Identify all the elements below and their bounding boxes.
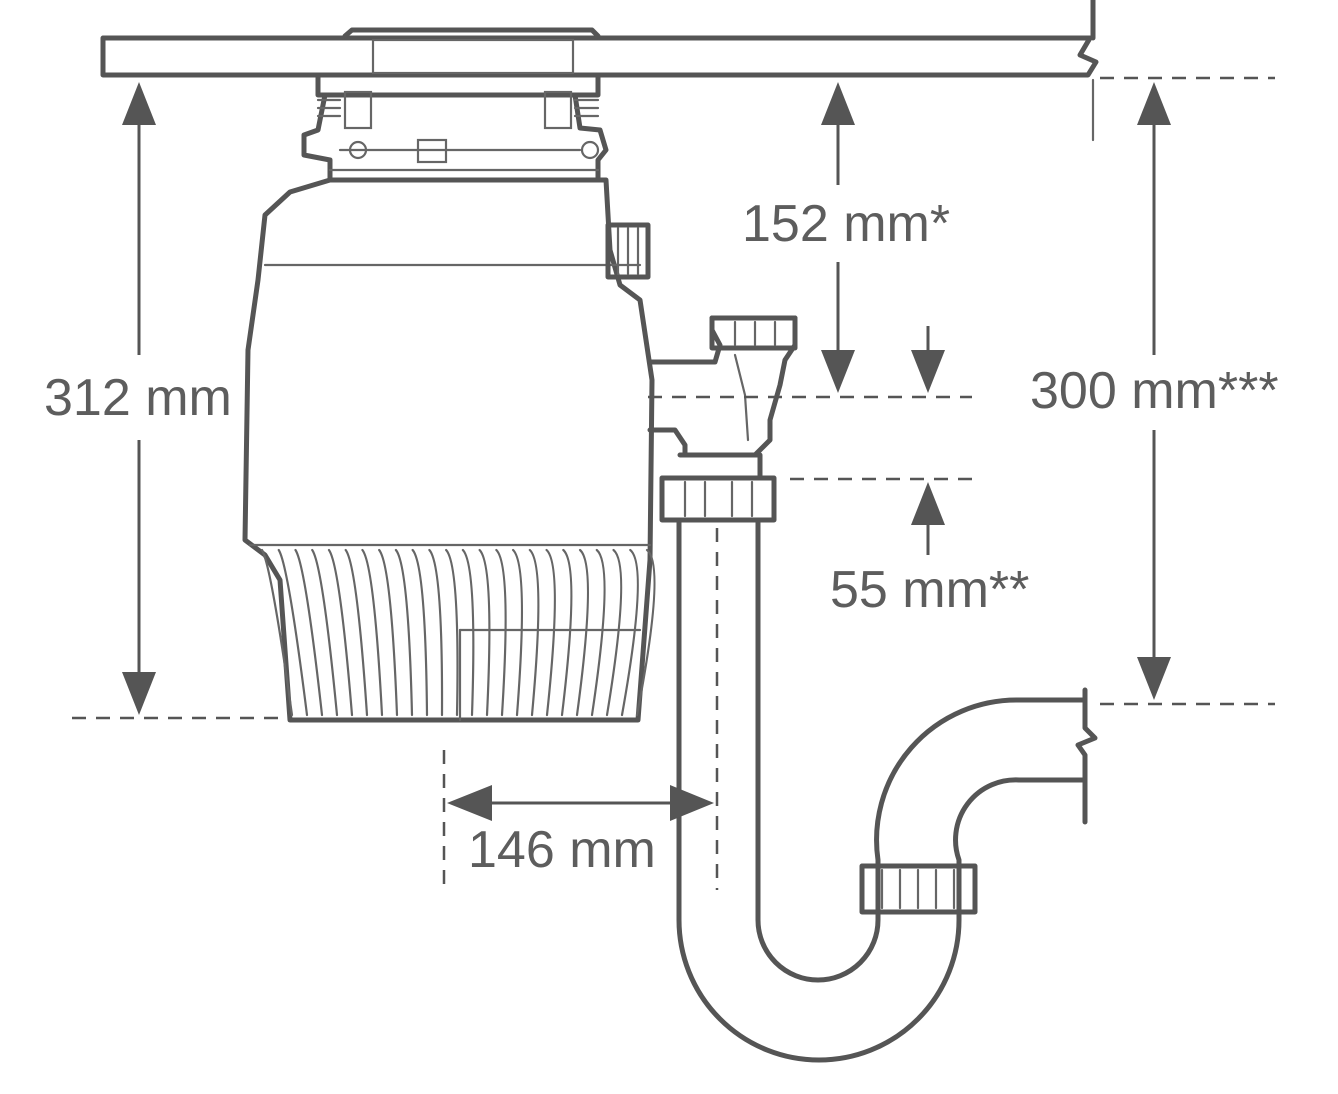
disposer-rib <box>478 548 491 717</box>
dim-55 <box>790 477 972 555</box>
dim-312 <box>72 82 280 720</box>
label-disposer-to-trap-center: 146 mm <box>468 821 656 879</box>
sink-countertop <box>100 0 1099 142</box>
disposer-rib <box>511 548 524 717</box>
dim-300 <box>1100 76 1275 706</box>
discharge-tube <box>647 315 798 458</box>
disposer-rib <box>545 548 556 717</box>
disposer-rib <box>605 548 623 717</box>
p-trap <box>676 517 1098 1063</box>
disposer-rib <box>528 548 540 717</box>
dim-146 <box>442 528 719 890</box>
disposer-rib <box>294 548 324 717</box>
disposer-ribs <box>260 548 656 717</box>
disposer-rib <box>311 548 339 717</box>
disposer-rib <box>277 548 309 717</box>
label-disposer-height: 312 mm <box>44 369 232 427</box>
disposer-rib <box>260 548 294 717</box>
label-sink-to-inlet: 152 mm* <box>742 195 950 253</box>
sink-flange <box>342 27 601 75</box>
disposer-rib <box>344 548 369 717</box>
trap-inlet-nut <box>659 452 777 523</box>
disposer-rib <box>495 548 507 717</box>
disposer-rib <box>461 548 475 717</box>
disposer-rib <box>445 548 459 717</box>
disposer-rib <box>620 548 639 717</box>
dim-152 <box>648 82 972 399</box>
disposer-rib <box>635 548 656 717</box>
disposer-rib <box>378 548 399 717</box>
label-inlet-to-trap-top: 55 mm** <box>830 561 1029 619</box>
disposer-unit <box>242 177 655 723</box>
disposer-rib <box>575 548 590 717</box>
disposer-rib <box>590 548 606 717</box>
label-sink-to-trap-outlet: 300 mm*** <box>1030 362 1279 420</box>
disposer-rib <box>560 548 573 717</box>
disposer-rib <box>411 548 429 717</box>
disposer-rib <box>361 548 384 717</box>
disposer-rib <box>428 548 444 717</box>
disposer-rib <box>327 548 354 717</box>
mounting-assembly <box>301 72 609 183</box>
disposer-rib <box>394 548 414 717</box>
